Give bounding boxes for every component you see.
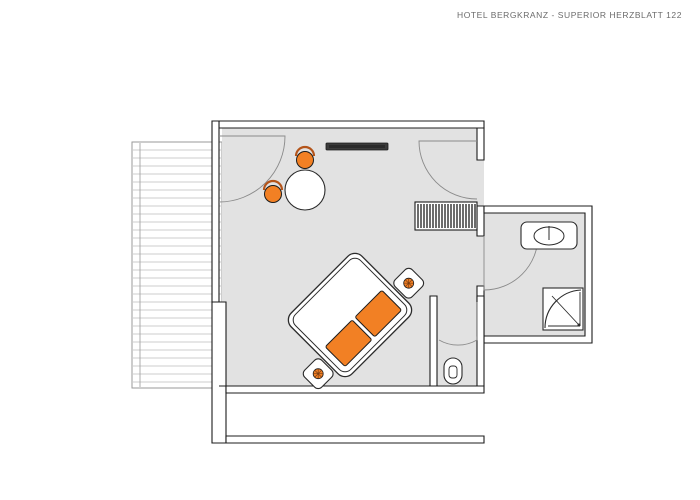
nightstand-right-lamp-detail <box>403 278 414 289</box>
toilet <box>443 357 463 385</box>
armchair-upper-back <box>294 145 316 157</box>
shower <box>542 287 584 331</box>
balcony-decking <box>133 149 221 383</box>
wall-right-mid <box>476 205 485 237</box>
nightstand-left <box>302 358 334 390</box>
nightstand-left-lamp-detail <box>313 368 324 379</box>
armchair-upper-seat <box>296 151 314 169</box>
toilet-seat <box>448 365 458 379</box>
walls <box>211 120 593 444</box>
wall-wc-right <box>476 295 485 387</box>
page-title: HOTEL BERGKRANZ - SUPERIOR HERZBLATT 122 <box>457 10 682 20</box>
wardrobe-body <box>414 201 478 231</box>
wall-top <box>212 120 485 129</box>
wall-bottom-outer <box>225 435 485 444</box>
nightstand-right <box>393 267 425 299</box>
bed <box>287 252 425 390</box>
tv-sideboard <box>325 142 389 151</box>
bed-mattress <box>292 257 408 373</box>
wall-left-upper <box>211 120 220 303</box>
wall-left-lower <box>211 301 227 444</box>
entrance-door-arc <box>418 140 478 200</box>
balcony <box>131 141 223 389</box>
balcony-door-arc <box>218 135 286 203</box>
shower-drain <box>577 323 581 327</box>
shower-diagonal <box>551 295 580 326</box>
armchair-lower-seat <box>264 185 282 203</box>
armchair-upper <box>294 145 316 169</box>
tv-sideboard-inner <box>329 145 385 148</box>
wardrobe-hanging-rail <box>417 204 476 228</box>
shower-tray <box>542 287 584 331</box>
wall-bottom <box>219 385 485 394</box>
shower-screen <box>544 289 582 329</box>
wardrobe <box>414 201 478 231</box>
pillow-right <box>355 290 402 337</box>
wall-right-upper <box>476 127 485 161</box>
armchair-lower <box>262 179 284 203</box>
vanity-sink <box>520 221 578 250</box>
balcony-outline <box>131 141 223 389</box>
wc-door-arc <box>438 302 478 346</box>
armchair-lower-back <box>262 179 284 191</box>
bathroom-fixtures <box>520 221 584 331</box>
pillow-left <box>325 320 372 367</box>
round-table <box>284 169 326 211</box>
wall-wc-left <box>429 295 438 387</box>
seating-group <box>262 145 326 211</box>
